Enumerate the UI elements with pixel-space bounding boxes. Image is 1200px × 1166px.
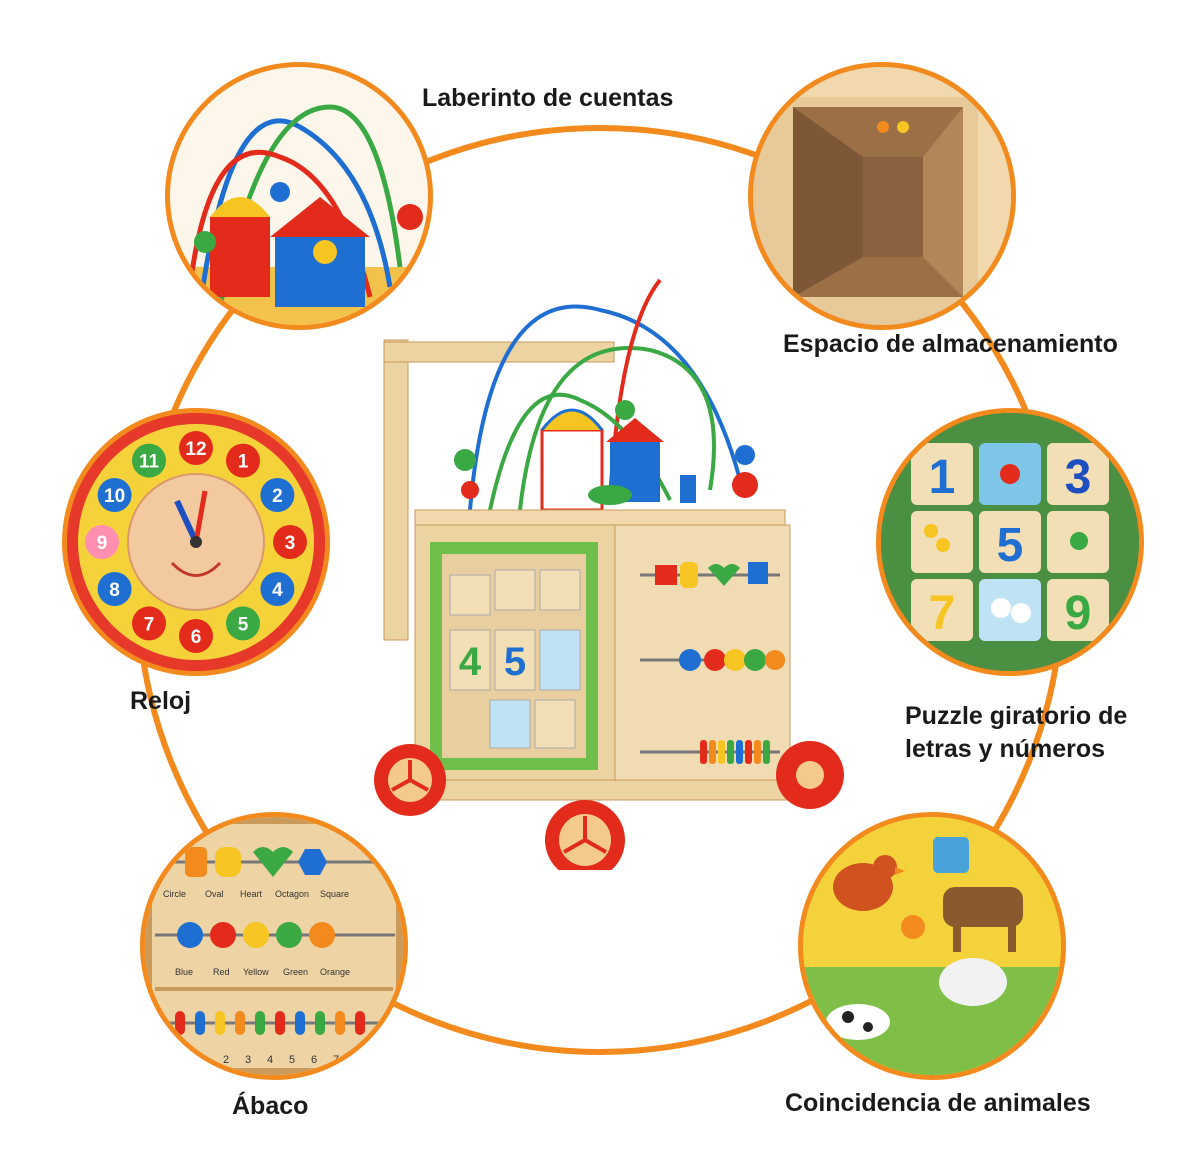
abacus-label: Ábaco <box>232 1092 309 1120</box>
abacus-bead-row <box>175 1011 365 1035</box>
sheep-shape <box>939 958 1007 1006</box>
clock-number: 8 <box>109 580 120 601</box>
walker-bead <box>736 740 743 764</box>
animals-label: Coincidencia de animales <box>785 1089 1091 1117</box>
puzzle-label: Puzzle giratorio de letras y números <box>905 700 1127 765</box>
walker-bead <box>700 740 707 764</box>
abacus-bead <box>315 1011 325 1035</box>
abacus-shape-word-3: Octagon <box>275 889 309 899</box>
clock-number: 10 <box>104 486 125 507</box>
abacus-color-word-4: Orange <box>320 967 350 977</box>
bead-maze-label: Laberinto de cuentas <box>422 84 674 112</box>
abacus-bead <box>255 1011 265 1035</box>
animals-circle <box>798 812 1066 1080</box>
bead-maze-circle <box>165 62 433 330</box>
clock-number-shape <box>85 525 119 559</box>
clock-number-shape <box>260 478 295 512</box>
walker-wheel-front <box>545 800 625 880</box>
activity-walker-product: 4 5 <box>370 270 850 880</box>
abacus-bead <box>175 1011 185 1035</box>
abacus-circle: Circle Oval Heart Octagon Square Blue Re… <box>140 812 408 1080</box>
abacus-ruler-number: 6 <box>311 1054 317 1066</box>
clock-number-shape <box>132 443 166 478</box>
abacus-bead <box>235 1011 245 1035</box>
storage-label: Espacio de almacenamiento <box>783 330 1118 358</box>
clock-number: 9 <box>97 533 108 554</box>
abacus-image: Circle Oval Heart Octagon Square Blue Re… <box>145 817 403 1075</box>
abacus-ruler-number: 3 <box>245 1054 251 1066</box>
clock-number: 1 <box>238 452 249 473</box>
clock-number: 4 <box>272 580 283 601</box>
puzzle-image: 1 3 5 7 9 <box>881 413 1139 671</box>
clock-number-shape <box>226 606 260 641</box>
puzzle-number-9: 9 <box>1065 587 1092 640</box>
clock-number: 7 <box>144 614 155 635</box>
clock-number-shape <box>226 443 260 478</box>
clock-number-shape <box>97 478 132 512</box>
abacus-color-word-1: Red <box>213 967 230 977</box>
walker-bead <box>754 740 761 764</box>
abacus-color-word-2: Yellow <box>243 967 269 977</box>
walker-bead <box>709 740 716 764</box>
abacus-shape-word-2: Heart <box>240 889 263 899</box>
animals-image <box>803 817 1061 1075</box>
clock-number-shape <box>132 606 166 641</box>
puzzle-circle: 1 3 5 7 9 <box>876 408 1144 676</box>
clock-number: 5 <box>238 614 249 635</box>
clock-number-shape <box>273 525 307 559</box>
abacus-bead <box>195 1011 205 1035</box>
walker-bead <box>718 740 725 764</box>
abacus-ruler-number: 4 <box>267 1054 273 1066</box>
abacus-ruler-number: 5 <box>289 1054 295 1066</box>
clock-number-shape <box>179 431 213 465</box>
puzzle-number-5: 5 <box>997 519 1024 572</box>
clock-number: 6 <box>191 627 202 648</box>
walker-wheel-left-back <box>374 744 446 816</box>
walker-tile-5: 5 <box>504 640 526 684</box>
clock-number: 2 <box>272 486 283 507</box>
abacus-shape-word-1: Oval <box>205 889 224 899</box>
horse-shape <box>943 887 1023 927</box>
clock-number: 11 <box>139 452 160 473</box>
puzzle-label-line2: letras y números <box>905 734 1106 763</box>
activity-walker-image: 4 5 <box>374 278 844 880</box>
walker-bead <box>727 740 734 764</box>
walker-bead <box>763 740 770 764</box>
abacus-color-word-0: Blue <box>175 967 193 977</box>
puzzle-number-3: 3 <box>1065 451 1092 504</box>
clock-number: 3 <box>285 533 296 554</box>
walker-bead <box>745 740 752 764</box>
abacus-shape-word-4: Square <box>320 889 349 899</box>
storage-circle <box>748 62 1016 330</box>
puzzle-tiles <box>911 443 1109 641</box>
puzzle-number-7: 7 <box>929 587 956 640</box>
clock-number: 12 <box>185 439 206 460</box>
clock-number-shape <box>97 572 132 606</box>
walker-wheel-right-back <box>776 741 844 809</box>
abacus-shape-word-0: Circle <box>163 889 186 899</box>
abacus-bead <box>335 1011 345 1035</box>
abacus-ruler-number: 2 <box>223 1054 229 1066</box>
clock-number-shape <box>260 572 295 606</box>
abacus-bead <box>275 1011 285 1035</box>
puzzle-number-1: 1 <box>929 451 956 504</box>
abacus-bead <box>215 1011 225 1035</box>
abacus-bead <box>355 1011 365 1035</box>
walker-bead-row <box>700 740 770 764</box>
clock-number-shape <box>179 619 213 653</box>
cow-shape <box>826 1004 890 1040</box>
clock-label: Reloj <box>130 687 192 715</box>
puzzle-label-line1: Puzzle giratorio de <box>905 702 1128 730</box>
abacus-color-word-3: Green <box>283 967 308 977</box>
walker-tile-4: 4 <box>459 640 482 684</box>
abacus-bead <box>295 1011 305 1035</box>
